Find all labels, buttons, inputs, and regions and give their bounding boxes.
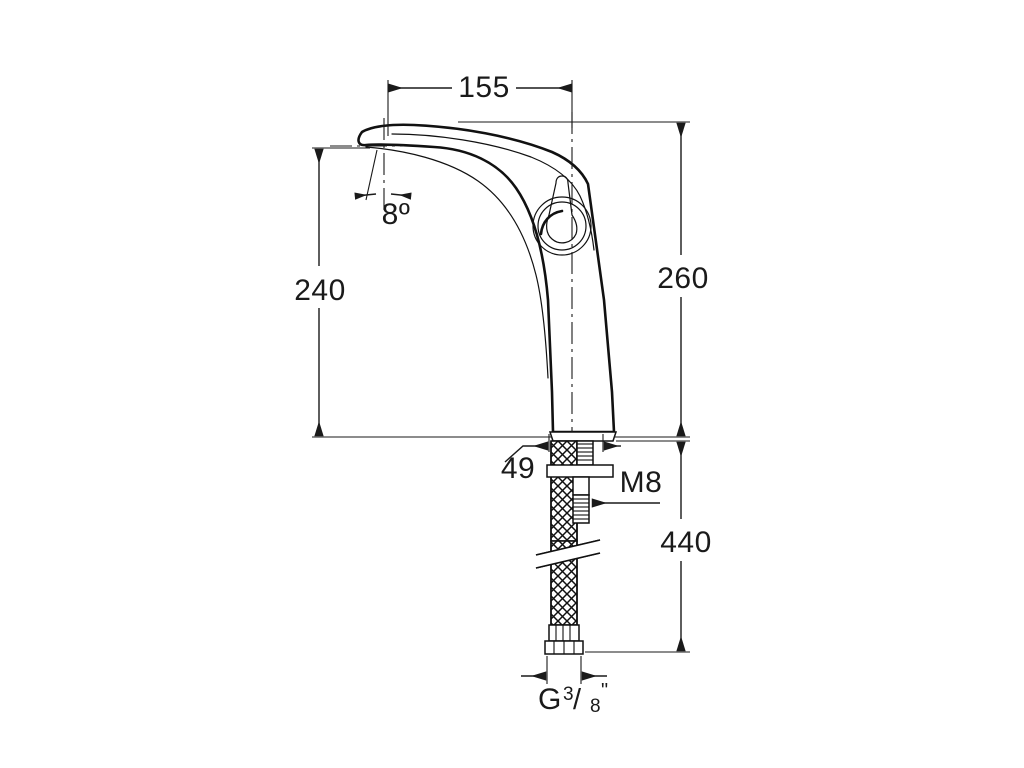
- connection-thread-group: G 3 / 8 ": [521, 656, 608, 717]
- dimension-155-group: 155: [387, 70, 573, 136]
- dim-label-49: 49: [501, 452, 535, 485]
- dim-440-label-mask: [652, 519, 718, 561]
- dim-label-240: 240: [294, 274, 346, 307]
- handle-ring-inner: [537, 201, 587, 251]
- threaded-nipple: [576, 440, 594, 466]
- spout-upper-inner-curve: [391, 133, 595, 251]
- connection-label-numerator: 3: [563, 684, 574, 705]
- dim-label-440: 440: [660, 526, 712, 559]
- connection-label-slash: /: [573, 684, 582, 716]
- faucet-outer-silhouette: [357, 123, 616, 434]
- leader-line-49: [504, 441, 549, 463]
- fixing-washer-plate: [546, 464, 614, 478]
- dimension-49-group: 49: [501, 434, 621, 485]
- handle-ring-outer: [532, 196, 592, 256]
- center-lines-group: [330, 112, 573, 432]
- faucet-body-group: [357, 123, 618, 442]
- dimension-240-group: 240: [293, 147, 552, 438]
- dimension-260-group: 260: [458, 121, 716, 438]
- connection-label-prefix: G: [538, 683, 562, 716]
- dim-label-155: 155: [458, 71, 510, 104]
- hose-break-line: [535, 539, 601, 569]
- angle-ref-line: [365, 149, 378, 201]
- dim-240-label-mask: [293, 266, 351, 308]
- dim-label-m8: M8: [620, 466, 663, 499]
- mounting-assembly-group: [535, 440, 614, 655]
- dim-260-label-mask: [654, 255, 716, 297]
- handle-lever-stem: [546, 175, 578, 244]
- dimension-m8-group: M8: [591, 466, 663, 508]
- fixing-stud-m8: [572, 476, 590, 524]
- dimension-440-group: 440: [585, 440, 718, 653]
- base-collar: [548, 431, 618, 442]
- dim-155-label-mask: [452, 70, 516, 104]
- dimension-8deg-group: 8º: [354, 149, 412, 231]
- hose-end-coupling: [544, 624, 584, 655]
- handle-ring-accent: [539, 209, 564, 236]
- spout-inner-arc: [365, 146, 549, 379]
- dim-label-260: 260: [657, 262, 709, 295]
- angle-arrow-left: [354, 192, 377, 200]
- angle-arrow-right: [390, 192, 412, 200]
- connection-label-quote: ": [601, 680, 608, 702]
- dim-label-8deg: 8º: [382, 198, 411, 231]
- connection-label-denominator: 8: [590, 696, 601, 717]
